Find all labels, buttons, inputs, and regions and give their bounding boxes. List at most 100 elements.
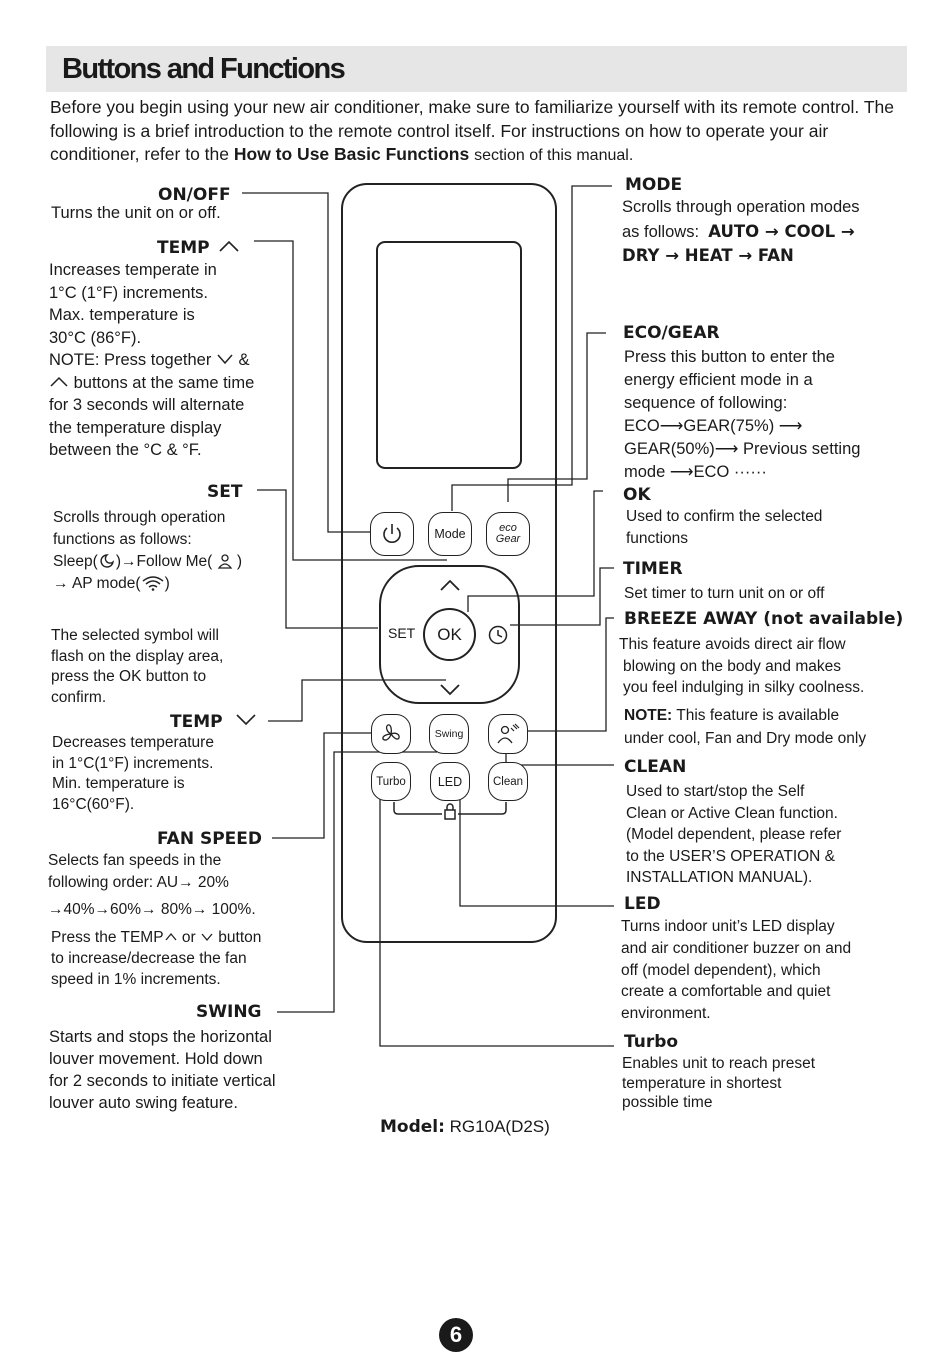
breeze-line: blowing on the body and makes xyxy=(623,657,842,675)
swing-button[interactable]: Swing xyxy=(429,714,469,754)
fan-line: following order: AU→ 20% xyxy=(48,872,256,894)
clean-title: CLEAN xyxy=(624,757,687,777)
fan-press-or: or xyxy=(181,929,196,946)
eco-line: Press this button to enter the xyxy=(624,348,835,366)
eco-seq-mode: mode xyxy=(624,463,666,481)
swing-title: SWING xyxy=(196,1002,262,1022)
eco-label: eco xyxy=(499,522,517,534)
intro-section-ref: How to Use Basic Functions xyxy=(233,144,470,164)
eco-gear-button[interactable]: eco Gear xyxy=(486,512,530,556)
temp-down-description: Decreases temperature in 1°C(1°F) increm… xyxy=(52,733,214,815)
chevron-down-icon xyxy=(236,714,256,726)
timer-title: TIMER xyxy=(623,559,683,579)
eco-seq-line: GEAR(50%)⟶ Previous setting xyxy=(624,438,860,461)
leader-eco xyxy=(507,332,606,502)
lock-combo-bracket xyxy=(393,802,507,820)
led-title: LED xyxy=(624,894,661,914)
leader-led xyxy=(459,796,614,907)
power-button[interactable] xyxy=(370,512,414,556)
swing-line: for 2 seconds to initiate vertical xyxy=(49,1072,276,1090)
temp-up-line: Max. temperature is xyxy=(49,306,195,324)
timer-button[interactable] xyxy=(487,624,509,646)
leader-onoff xyxy=(242,192,370,533)
ok-line: Used to confirm the selected xyxy=(626,508,823,525)
temp-up-note-line: for 3 seconds will alternate xyxy=(49,396,245,414)
eco-seq-gear50: GEAR(50%) xyxy=(624,440,715,458)
fan-speed-button[interactable] xyxy=(371,714,411,754)
eco-seq-eco-end: ECO xyxy=(693,463,730,481)
eco-seq-dots: ······ xyxy=(733,463,767,481)
temp-down-line: Decreases temperature xyxy=(52,734,214,751)
arrow-right-icon: ⟶ xyxy=(778,417,803,435)
person-icon xyxy=(217,554,232,569)
arrow-right-icon: ⟶ xyxy=(659,417,684,435)
swing-description: Starts and stops the horizontal louver m… xyxy=(49,1026,276,1114)
turbo-line: possible time xyxy=(622,1094,713,1111)
set-selected-line: The selected symbol will xyxy=(51,627,219,644)
temp-up-heading: TEMP xyxy=(157,237,240,259)
fan-speed-title: FAN SPEED xyxy=(157,829,263,849)
turbo-title: Turbo xyxy=(624,1032,679,1052)
leader-temp-up xyxy=(254,240,447,561)
fan-order-line: →40%→60%→ 80%→ 100%. xyxy=(48,901,256,918)
temp-note-amp: & xyxy=(238,351,250,369)
led-description: Turns indoor unit’s LED display and air … xyxy=(621,916,851,1025)
fan-order: AU→ 20% xyxy=(156,874,229,891)
led-line: and air conditioner buzzer on and xyxy=(621,939,852,957)
breeze-note-label: NOTE: xyxy=(624,707,673,724)
temp-down-line: 16°C(60°F). xyxy=(52,795,135,813)
led-line: Turns indoor unit’s LED display xyxy=(621,918,835,935)
intro-text-end: section of this manual. xyxy=(474,147,634,164)
mode-sequence-line: DRY → HEAT → FAN xyxy=(622,246,794,265)
mode-line: Scrolls through operation modes xyxy=(622,198,860,216)
fan-press-text: Press the TEMP xyxy=(51,929,164,946)
fan-speed-description: Selects fan speeds in the following orde… xyxy=(48,850,256,921)
clean-button[interactable]: Clean xyxy=(488,762,528,801)
led-line: off (model dependent), which xyxy=(621,961,821,979)
lock-icon xyxy=(444,803,456,820)
swing-line: Starts and stops the horizontal xyxy=(49,1028,272,1046)
mode-button[interactable]: Mode xyxy=(428,512,472,556)
led-button[interactable]: LED xyxy=(430,762,470,801)
temp-up-line: Increases temperate in xyxy=(49,261,217,279)
clean-line: Clean or Active Clean function. xyxy=(626,804,838,822)
leader-set xyxy=(257,489,378,629)
model-label: Model: xyxy=(380,1117,445,1137)
fan-icon xyxy=(382,724,400,741)
eco-seq-line: mode ⟶ECO ······ xyxy=(624,461,860,484)
breeze-note-text: This feature is available xyxy=(676,707,840,724)
temp-note-text: NOTE: Press together xyxy=(49,351,212,369)
eco-gear-title: ECO/GEAR xyxy=(623,323,720,343)
set-ap-text: → AP mode( xyxy=(53,575,141,592)
eco-gear-description: Press this button to enter the energy ef… xyxy=(624,346,860,484)
fan-line: Selects fan speeds in the xyxy=(48,852,222,869)
leader-ok xyxy=(467,490,603,612)
temp-up-button[interactable] xyxy=(439,578,461,592)
set-ap-line: → AP mode() xyxy=(53,573,242,595)
set-follow-text: )→Follow Me( xyxy=(115,553,213,570)
temp-down-button[interactable] xyxy=(439,683,461,697)
temp-up-description: Increases temperate in 1°C (1°F) increme… xyxy=(49,259,254,462)
breeze-away-title: BREEZE AWAY (not available) xyxy=(624,609,904,629)
set-ap-end: ) xyxy=(164,575,170,592)
ok-line: functions xyxy=(626,529,689,547)
temp-up-note-line: between the °C & °F. xyxy=(49,441,202,459)
eco-line: sequence of following: xyxy=(624,394,788,412)
ok-button[interactable]: OK xyxy=(423,608,476,661)
wifi-icon xyxy=(142,576,164,591)
set-selected-line: confirm. xyxy=(51,688,107,706)
remote-display xyxy=(376,241,522,469)
set-selected-line: flash on the display area, xyxy=(51,647,224,665)
clean-line: Used to start/stop the Self xyxy=(626,783,805,800)
breeze-away-icon xyxy=(497,723,520,744)
temp-up-title: TEMP xyxy=(157,238,210,258)
breeze-away-button[interactable] xyxy=(488,714,528,754)
turbo-button[interactable]: Turbo xyxy=(371,762,411,801)
temp-up-line: 1°C (1°F) increments. xyxy=(49,283,208,302)
eco-seq-line: ECO⟶GEAR(75%) ⟶ xyxy=(624,415,860,438)
chevron-down-icon xyxy=(201,933,213,942)
temp-up-note-line: buttons at the same time xyxy=(49,372,254,395)
eco-seq-eco: ECO xyxy=(624,417,660,435)
set-button[interactable]: SET xyxy=(388,625,416,641)
arrow-right-icon: ⟶ xyxy=(669,463,694,481)
